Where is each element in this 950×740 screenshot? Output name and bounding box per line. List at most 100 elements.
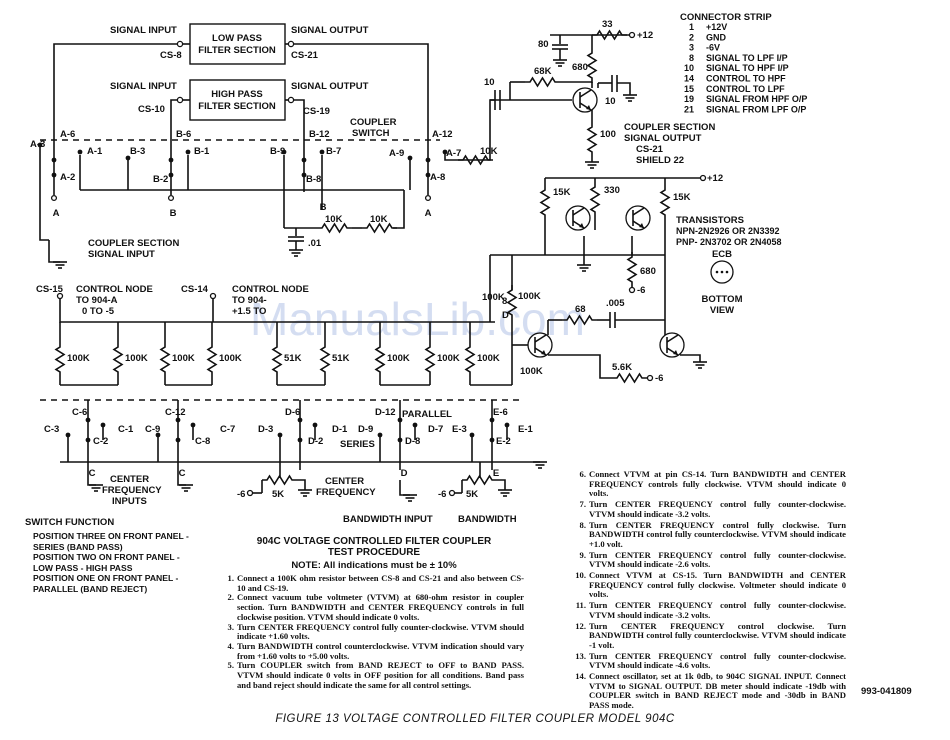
procedure-step-text: Turn COUPLER switch from BAND REJECT to … bbox=[237, 660, 524, 690]
contact-b-8: B-8 bbox=[306, 174, 321, 185]
bandwidth-input-label: BANDWIDTH INPUT bbox=[343, 514, 433, 525]
control-contact-label: D-9 bbox=[358, 424, 373, 435]
cs14-label: CS-14 bbox=[181, 284, 209, 295]
control-resistor-value: 100K bbox=[125, 353, 148, 364]
cf-label-1: CENTER bbox=[325, 476, 364, 487]
trans-supply-12: +12 bbox=[707, 173, 723, 184]
control-resistor-value: 51K bbox=[332, 353, 350, 364]
pot1-value: 5K bbox=[272, 489, 284, 500]
trans-r-68: 68 bbox=[575, 304, 586, 315]
trans-label-d: D bbox=[502, 310, 509, 321]
control-contact-label: C-9 bbox=[145, 424, 160, 435]
switch-function-item: LOW PASS - HIGH PASS bbox=[33, 562, 133, 573]
connector-pin-number: 2 bbox=[689, 32, 694, 42]
coupler-shield: SHIELD 22 bbox=[636, 155, 684, 166]
pole-b-left: B bbox=[170, 208, 177, 219]
procedure-step: 14.Connect oscillator, set at 1k 0db, to… bbox=[568, 671, 846, 711]
coupler-input-label-2: SIGNAL INPUT bbox=[88, 249, 155, 260]
coupler-output-stage: 10 68K 680 33 +12 80 100 10 COUPLER SECT… bbox=[484, 19, 715, 169]
control-contact-label: E-3 bbox=[452, 424, 467, 435]
connector-pin-label: GND bbox=[706, 32, 727, 42]
switch-function-item: POSITION ONE ON FRONT PANEL - bbox=[33, 573, 179, 584]
contact-b-3: B-3 bbox=[130, 146, 145, 157]
control-contact-label: C-12 bbox=[165, 407, 186, 418]
coupler-switch-label-1: COUPLER bbox=[350, 117, 397, 128]
coupler-r-10k-3: 10K bbox=[480, 146, 498, 157]
connector-pin-number: 15 bbox=[684, 84, 694, 94]
procedure-step-text: Turn BANDWIDTH control counterclockwise.… bbox=[237, 640, 524, 661]
control-contact-label: C-7 bbox=[220, 424, 235, 435]
control-contact-label: D-12 bbox=[375, 407, 396, 418]
control-contact-label: D-7 bbox=[428, 424, 443, 435]
connector-pin-label: CONTROL TO LPF bbox=[706, 84, 785, 94]
procedure-step-text: Connect oscillator, set at 1k 0db, to 90… bbox=[589, 671, 846, 711]
hpf-line-1: HIGH PASS bbox=[211, 89, 263, 100]
hpf-signal-input-label: SIGNAL INPUT bbox=[110, 81, 177, 92]
control-contact-label: D-1 bbox=[332, 424, 348, 435]
control-pole-label: D bbox=[401, 468, 408, 479]
connector-pin-number: 21 bbox=[684, 104, 694, 114]
low-pass-filter-section: LOW PASS FILTER SECTION SIGNAL INPUT SIG… bbox=[110, 23, 369, 65]
bandwidth-label: BANDWIDTH bbox=[458, 514, 517, 525]
procedure-step: 1.Connect a 100K ohm resistor between CS… bbox=[224, 573, 524, 593]
note-label: NOTE: bbox=[291, 560, 321, 571]
test-procedure-left: 904C VOLTAGE CONTROLLED FILTER COUPLER T… bbox=[224, 536, 524, 690]
control-contact-label: C-3 bbox=[44, 424, 59, 435]
control-contact-label: E-1 bbox=[518, 424, 534, 435]
procedure-step: 7.Turn CENTER FREQUENCY control fully co… bbox=[568, 499, 846, 519]
lpf-output-pin: CS-21 bbox=[291, 50, 319, 61]
control-resistor-value: 100K bbox=[437, 353, 460, 364]
trans-r-330: 330 bbox=[604, 185, 620, 196]
parallel-label: PARALLEL bbox=[402, 409, 452, 420]
switch-function-legend: SWITCH FUNCTION POSITION THREE ON FRONT … bbox=[25, 517, 230, 595]
pot2-value: 5K bbox=[466, 489, 478, 500]
procedure-step-number: 1. bbox=[227, 573, 234, 583]
procedure-step: 3.Turn CENTER FREQUENCY control fully co… bbox=[224, 621, 524, 642]
coupler-r-68k: 68K bbox=[534, 66, 552, 77]
procedure-step-text: Turn CENTER FREQUENCY control fully cloc… bbox=[589, 519, 846, 549]
high-pass-filter-section: HIGH PASS FILTER SECTION SIGNAL INPUT SI… bbox=[110, 79, 369, 121]
connector-pin-label: CONTROL TO HPF bbox=[706, 74, 786, 84]
procedure-step: 9.Turn CENTER FREQUENCY control fully co… bbox=[568, 550, 846, 570]
contact-a-7: A-7 bbox=[446, 148, 461, 159]
connector-pin-label: SIGNAL FROM LPF O/P bbox=[706, 104, 806, 114]
control-contact-label: D-6 bbox=[285, 407, 300, 418]
coupler-r-10k-1: 10K bbox=[325, 214, 343, 225]
switch-function-item: SERIES (BAND PASS) bbox=[33, 541, 123, 552]
procedure-step-number: 3. bbox=[227, 621, 234, 632]
procedure-step-number: 7. bbox=[579, 499, 586, 510]
switch-function-item: PARALLEL (BAND REJECT) bbox=[33, 583, 148, 594]
transistors-pnp: PNP- 2N3702 OR 2N4058 bbox=[676, 237, 782, 247]
control-contact-label: C-1 bbox=[118, 424, 134, 435]
control-contacts: C-6C-3C-2C-1C-12C-9C-8C-7D-6D-3D-2D-1D-1… bbox=[44, 400, 534, 479]
cf-inputs-label-1: CENTER bbox=[110, 474, 149, 485]
procedure-step-text: Connect VTVM at pin CS-14. Turn BANDWIDT… bbox=[589, 469, 846, 499]
control-contact-label: C-2 bbox=[93, 436, 108, 447]
trans-r-100k-c: 100K bbox=[520, 366, 543, 377]
control-network: CS-15 CONTROL NODE TO 904-A 0 TO -5 CS-1… bbox=[36, 284, 548, 525]
switch-function-title: SWITCH FUNCTION bbox=[25, 517, 115, 528]
procedure-step-number: 13. bbox=[575, 650, 586, 661]
connector-pin-number: 19 bbox=[684, 94, 694, 104]
lpf-line-2: FILTER SECTION bbox=[198, 45, 276, 56]
switch-function-item: POSITION TWO ON FRONT PANEL - bbox=[33, 552, 180, 563]
procedure-steps-left: 1.Connect a 100K ohm resistor between CS… bbox=[224, 573, 524, 690]
control-resistor-value: 100K bbox=[477, 353, 500, 364]
connector-pin-number: 3 bbox=[689, 43, 694, 53]
coupler-r-100: 100 bbox=[600, 129, 616, 140]
pole-b-right: B bbox=[320, 202, 327, 213]
control-resistor-value: 100K bbox=[172, 353, 195, 364]
lpf-input-pin: CS-8 bbox=[160, 50, 182, 61]
contact-a-12: A-12 bbox=[432, 129, 453, 140]
procedure-step-text: Turn CENTER FREQUENCY control clockwise.… bbox=[589, 620, 846, 650]
control-contact-label: E-6 bbox=[493, 407, 508, 418]
transistor-pinout: ECB bbox=[712, 249, 732, 260]
coupler-cap-80: 80 bbox=[538, 39, 549, 50]
contact-b-12: B-12 bbox=[309, 129, 330, 140]
trans-label-8: 8 bbox=[502, 296, 507, 307]
contact-b-9: B-9 bbox=[270, 146, 285, 157]
procedure-step: 8.Turn CENTER FREQUENCY control fully cl… bbox=[568, 519, 846, 550]
coupler-supply-12: +12 bbox=[637, 30, 653, 41]
